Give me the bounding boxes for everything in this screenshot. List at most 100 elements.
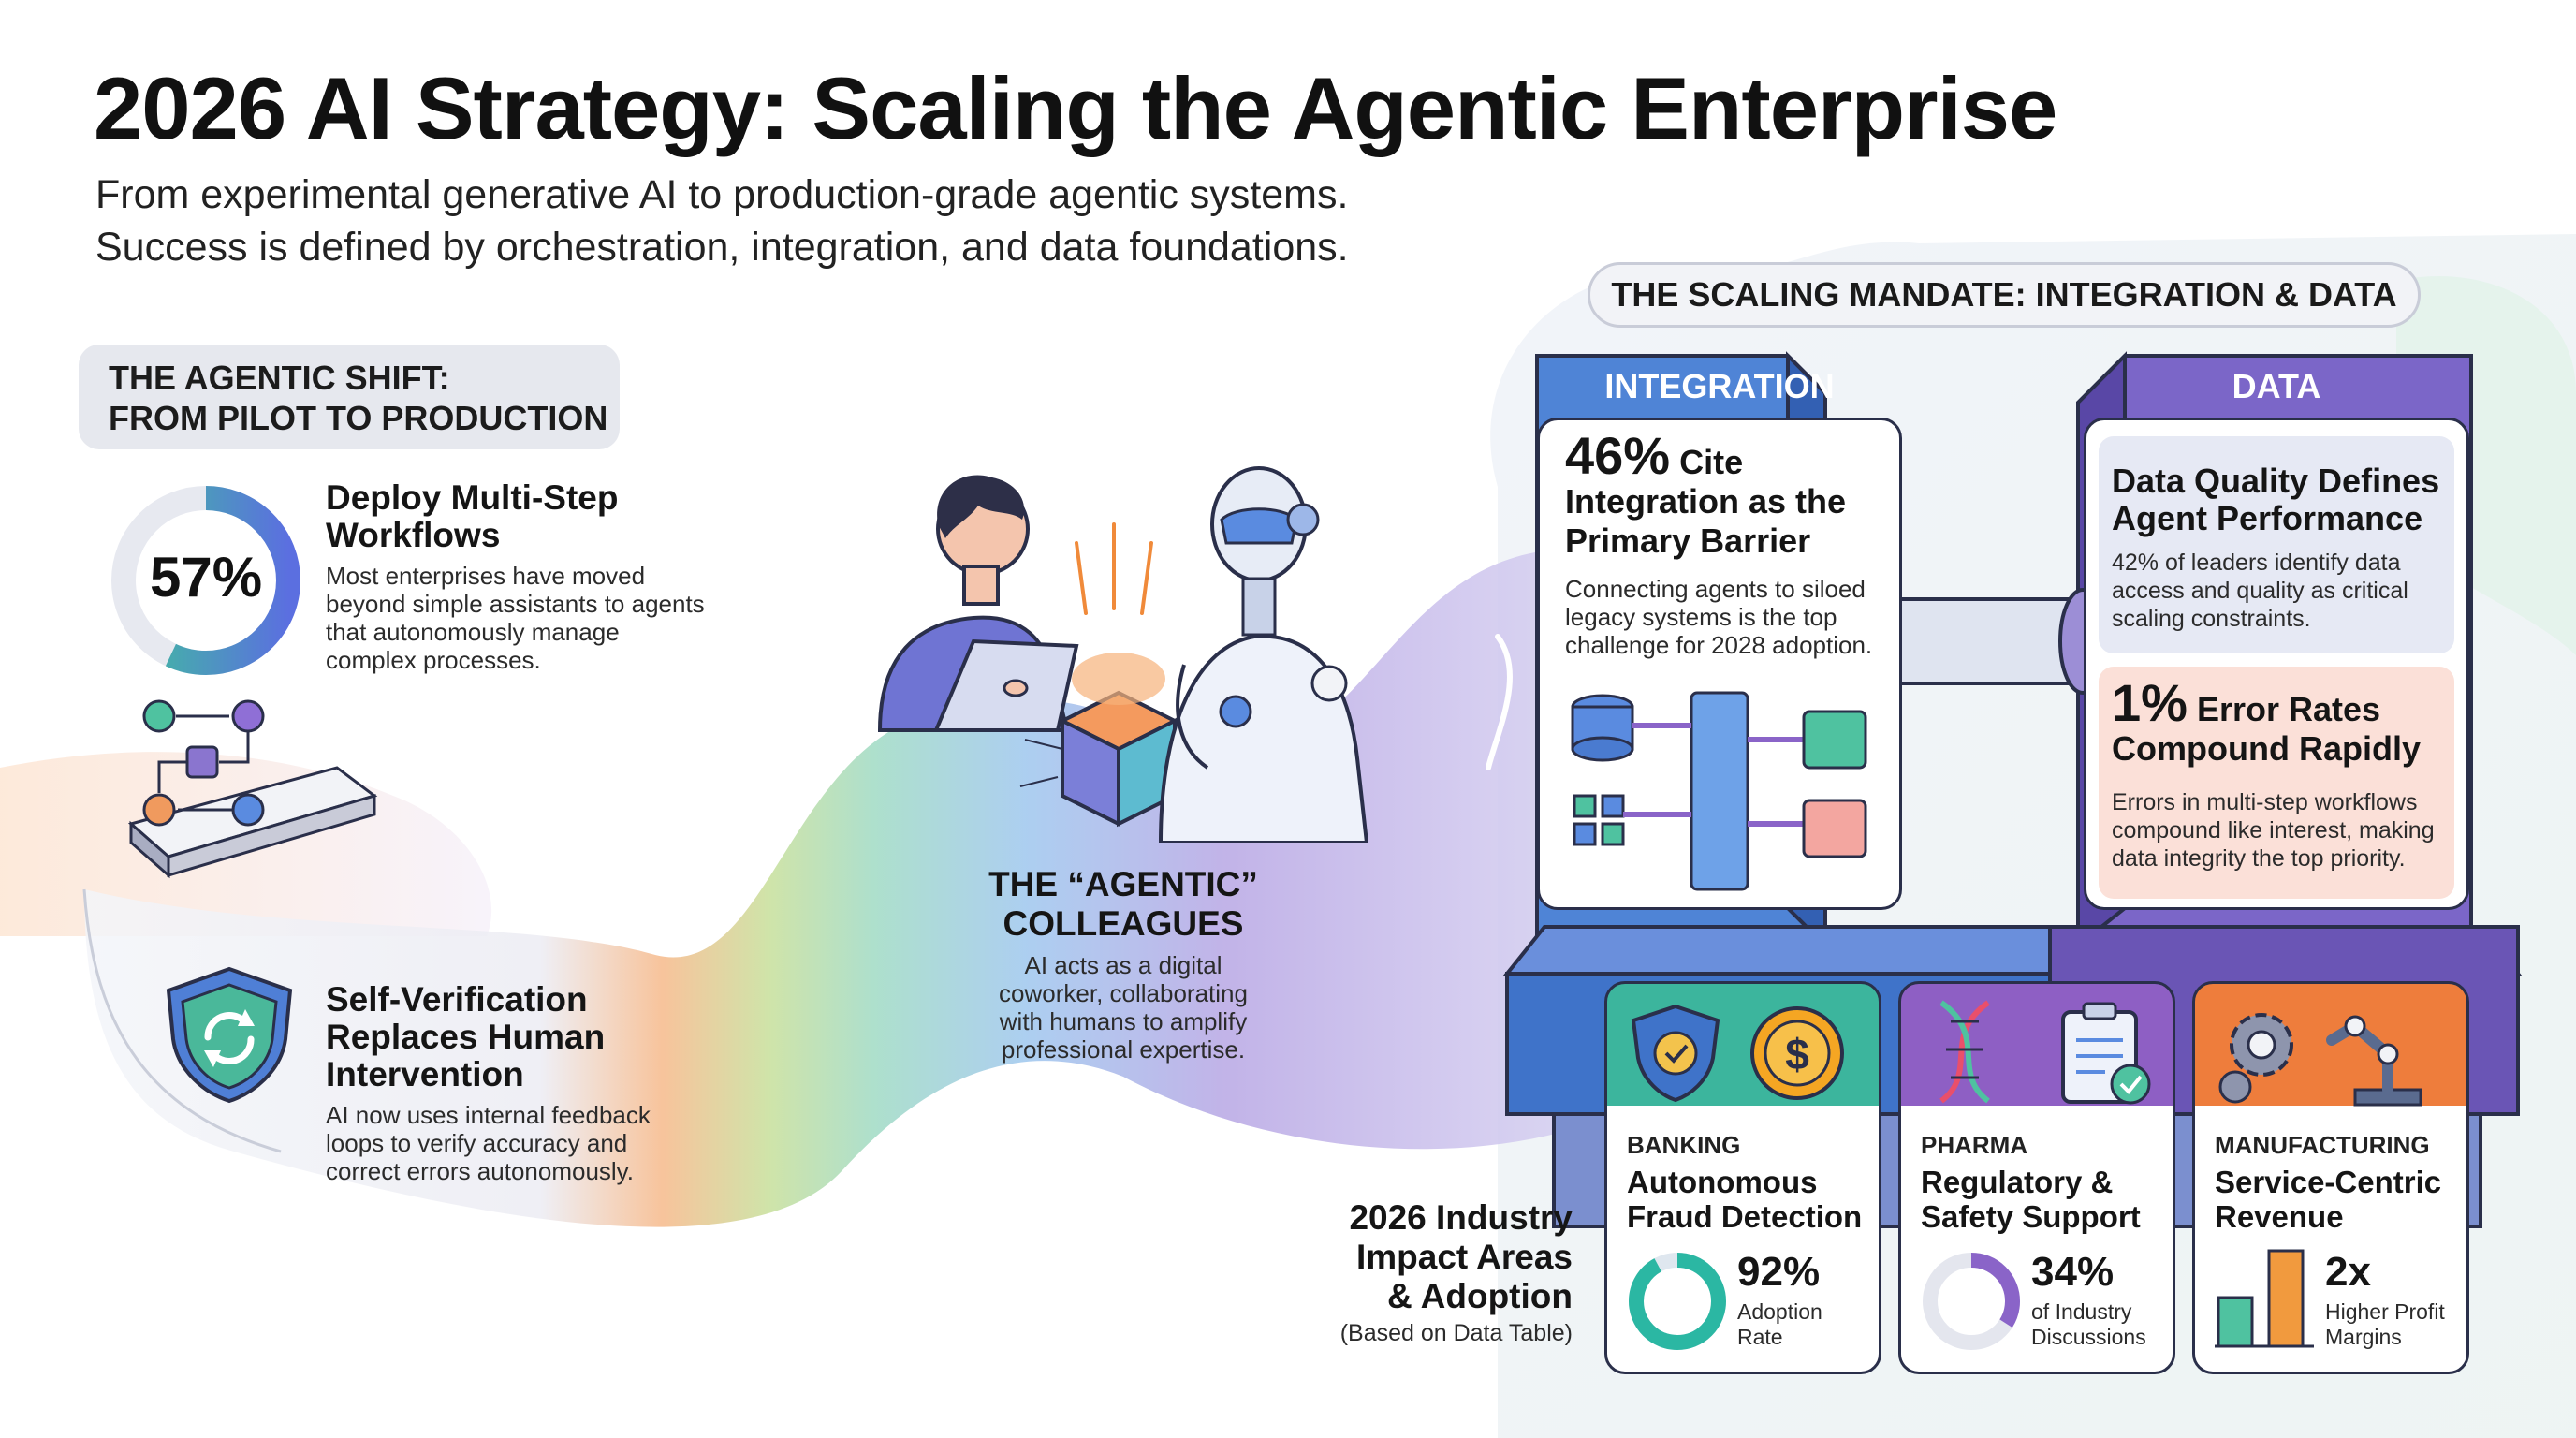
workflow-diagram-icon: [127, 699, 378, 879]
workflows-body-line: Most enterprises have moved: [326, 562, 646, 590]
manufacturing-title-line: Revenue: [2215, 1199, 2344, 1234]
error-rate-label: Error Rates: [2196, 690, 2381, 728]
pill-line-2: FROM PILOT TO PRODUCTION: [109, 399, 608, 437]
shield-coin-icon: $: [1631, 1004, 1844, 1103]
ring-progress-arc: [111, 486, 300, 675]
banking-caption: Adoption Rate: [1737, 1299, 1822, 1350]
workflows-title-line-2: Workflows: [326, 516, 501, 554]
pharma-title-line: Safety Support: [1921, 1199, 2141, 1234]
industry-label-line: 2026 Industry: [1349, 1198, 1573, 1237]
gear-robot-arm-icon: [2218, 1013, 2422, 1107]
self-verification-title-line: Intervention: [326, 1055, 524, 1093]
workflows-body-line: complex processes.: [326, 646, 541, 674]
data-quality-title-line: Agent Performance: [2112, 499, 2423, 537]
industry-label: 2026 Industry Impact Areas & Adoption: [1292, 1198, 1573, 1316]
agentic-colleagues-title-line-1: THE “AGENTIC”: [988, 865, 1258, 903]
workflows-body: Most enterprises have moved beyond simpl…: [326, 562, 705, 674]
data-quality-title-line: Data Quality Defines: [2112, 462, 2440, 500]
integration-stat-title: 46% Cite Integration as the Primary Barr…: [1565, 430, 1847, 561]
pill-line-1: THE AGENTIC SHIFT:: [109, 359, 450, 397]
industry-note: (Based on Data Table): [1339, 1320, 1573, 1346]
manufacturing-value: 2x: [2325, 1249, 2371, 1295]
integration-body-line: challenge for 2028 adoption.: [1565, 631, 1873, 659]
integration-stat-value: 46%: [1565, 426, 1671, 485]
self-verification-title: Self-Verification Replaces Human Interve…: [326, 981, 605, 1093]
integration-title-line: Integration as the: [1565, 482, 1847, 521]
industry-label-line: & Adoption: [1387, 1277, 1573, 1315]
banking-value: 92%: [1737, 1249, 1821, 1295]
error-rate-body-line: Errors in multi-step workflows: [2112, 789, 2418, 815]
banking-title-line: Fraud Detection: [1627, 1199, 1863, 1234]
integration-stat-label: Cite: [1679, 443, 1744, 481]
data-quality-body: 42% of leaders identify data access and …: [2112, 549, 2408, 633]
banking-title: Autonomous Fraud Detection: [1627, 1165, 1862, 1234]
shield-check-icon: [166, 966, 293, 1104]
page-subtitle: From experimental generative AI to produ…: [95, 169, 1349, 273]
pharma-caption-line: Discussions: [2031, 1325, 2146, 1349]
pharma-title-line: Regulatory &: [1921, 1165, 2114, 1199]
manufacturing-caption-line: Margins: [2325, 1325, 2402, 1349]
self-verification-body-line: correct errors autonomously.: [326, 1157, 634, 1185]
error-rate-title: 1% Error Rates Compound Rapidly: [2112, 677, 2421, 769]
error-rate-body: Errors in multi-step workflows compound …: [2112, 788, 2435, 873]
error-rate-title-line: Compound Rapidly: [2112, 729, 2421, 768]
agentic-colleagues-body-line: professional expertise.: [1001, 1035, 1246, 1064]
self-verification-title-line: Self-Verification: [326, 980, 588, 1019]
agentic-colleagues-title: THE “AGENTIC” COLLEAGUES: [936, 865, 1310, 944]
subtitle-line-1: From experimental generative AI to produ…: [95, 172, 1349, 217]
self-verification-body-line: loops to verify accuracy and: [326, 1129, 628, 1157]
banking-sector-label: BANKING: [1627, 1131, 1741, 1159]
workflows-body-line: that autonomously manage: [326, 618, 620, 646]
error-rate-body-line: data integrity the top priority.: [2112, 845, 2406, 872]
banking-adoption-ring: [1629, 1253, 1726, 1350]
subtitle-line-2: Success is defined by orchestration, int…: [95, 225, 1349, 270]
data-quality-body-line: scaling constraints.: [2112, 606, 2311, 632]
error-rate-box: [2099, 667, 2454, 899]
data-quality-box: [2099, 436, 2454, 653]
self-verification-title-line: Replaces Human: [326, 1018, 606, 1056]
manufacturing-caption: Higher Profit Margins: [2325, 1299, 2445, 1350]
banking-title-line: Autonomous: [1627, 1165, 1818, 1199]
agentic-shift-pill: THE AGENTIC SHIFT: FROM PILOT TO PRODUCT…: [79, 345, 620, 449]
manufacturing-title-line: Service-Centric: [2215, 1165, 2442, 1199]
integration-body-line: legacy systems is the top: [1565, 603, 1837, 631]
workflows-title-line-1: Deploy Multi-Step: [326, 478, 619, 517]
human-robot-illustration: [877, 466, 1369, 843]
data-quality-body-line: access and quality as critical: [2112, 578, 2408, 604]
pharma-caption-line: of Industry: [2031, 1299, 2132, 1324]
integration-stat-line: 46% Cite: [1565, 430, 1846, 482]
ai-cube-icon: [1019, 522, 1222, 828]
pharma-ring-arc: [1923, 1253, 2020, 1350]
error-rate-stat-line: 1% Error Rates: [2112, 677, 2421, 729]
integration-title-line: Primary Barrier: [1565, 521, 1811, 560]
banking-caption-line: Rate: [1737, 1325, 1783, 1349]
data-quality-body-line: 42% of leaders identify data: [2112, 550, 2401, 576]
integration-body: Connecting agents to siloed legacy syste…: [1565, 575, 1872, 659]
human-figure-icon: [877, 475, 1079, 732]
data-header: DATA: [2232, 367, 2321, 405]
workflows-title: Deploy Multi-Step Workflows: [326, 479, 618, 554]
pharma-sector-label: PHARMA: [1921, 1131, 2028, 1159]
agentic-colleagues-body-line: with humans to amplify: [999, 1007, 1248, 1035]
manufacturing-sector-label: MANUFACTURING: [2215, 1131, 2430, 1159]
robot-figure-icon: [1158, 466, 1369, 843]
pharma-title: Regulatory & Safety Support: [1921, 1165, 2141, 1234]
manufacturing-caption-line: Higher Profit: [2325, 1299, 2445, 1324]
self-verification-body: AI now uses internal feedback loops to v…: [326, 1101, 651, 1185]
integration-body-line: Connecting agents to siloed: [1565, 575, 1866, 603]
page-title: 2026 AI Strategy: Scaling the Agentic En…: [94, 59, 2057, 157]
agentic-colleagues-body: AI acts as a digital coworker, collabora…: [936, 951, 1310, 1064]
margin-bar-icon: [2215, 1249, 2314, 1348]
integration-network-icon: [1571, 691, 1867, 891]
workflow-adoption-ring: [111, 486, 300, 675]
banking-ring-arc: [1629, 1253, 1726, 1350]
workflows-body-line: beyond simple assistants to agents: [326, 590, 705, 618]
industry-label-line: Impact Areas: [1355, 1238, 1573, 1276]
banking-caption-line: Adoption: [1737, 1299, 1822, 1324]
industry-card-pharma: [1898, 981, 2175, 1374]
error-rate-value: 1%: [2112, 673, 2188, 732]
agentic-colleagues-title-line-2: COLLEAGUES: [1003, 904, 1244, 943]
manufacturing-title: Service-Centric Revenue: [2215, 1165, 2441, 1234]
pharma-value: 34%: [2031, 1249, 2115, 1295]
